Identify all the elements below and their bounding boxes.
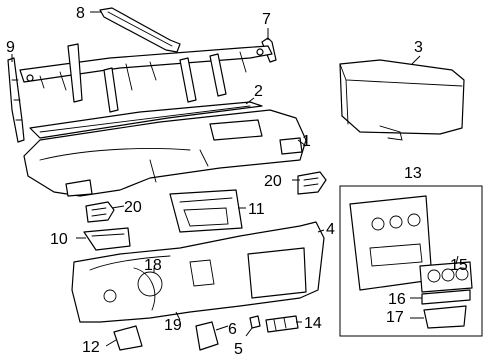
part-13-center-cluster-finish-panel xyxy=(349,195,433,291)
part-5-clip xyxy=(249,315,261,329)
callout-13: 13 xyxy=(404,165,422,182)
part-3-airbag-module xyxy=(339,59,465,141)
part-20-side-vent-right xyxy=(297,171,327,195)
part-8-upper-brace xyxy=(99,7,181,53)
inset-box xyxy=(339,185,483,337)
callout-9: 9 xyxy=(6,39,15,56)
callout-17: 17 xyxy=(386,309,404,326)
part-10-cluster-bezel xyxy=(83,227,131,251)
callout-3: 3 xyxy=(414,39,423,56)
cross-car-beam xyxy=(19,43,273,113)
part-15-control-knobs xyxy=(419,261,473,293)
callout-20-left: 20 xyxy=(124,199,142,216)
part-11-center-bezel xyxy=(169,189,243,233)
callout-19: 19 xyxy=(164,317,182,334)
part-17-pocket xyxy=(423,305,467,329)
callout-12: 12 xyxy=(82,339,100,356)
callout-6: 6 xyxy=(228,321,237,338)
callout-16: 16 xyxy=(388,291,406,308)
part-6-bracket xyxy=(195,321,219,351)
callout-10: 10 xyxy=(50,231,68,248)
callout-2: 2 xyxy=(254,83,263,100)
callout-18: 18 xyxy=(144,257,162,274)
part-14-switch xyxy=(265,315,299,333)
part-4-lower-instrument-panel xyxy=(71,221,325,323)
callout-4: 4 xyxy=(326,221,335,238)
callout-5: 5 xyxy=(234,341,243,358)
callout-7: 7 xyxy=(262,11,271,28)
callout-14: 14 xyxy=(304,315,322,332)
part-1-upper-instrument-panel xyxy=(23,109,307,197)
callout-15: 15 xyxy=(450,257,468,274)
callout-8: 8 xyxy=(76,5,85,22)
part-16-trim xyxy=(421,289,471,305)
part-12-pocket xyxy=(113,325,143,351)
callout-20-right: 20 xyxy=(264,173,282,190)
part-2-panel-pad xyxy=(29,101,263,139)
part-20-side-vent-left xyxy=(85,201,115,223)
leader-lines xyxy=(11,11,459,347)
part-9-side-bracket xyxy=(7,57,25,143)
callout-1: 1 xyxy=(302,133,311,150)
callout-11: 11 xyxy=(248,201,265,218)
